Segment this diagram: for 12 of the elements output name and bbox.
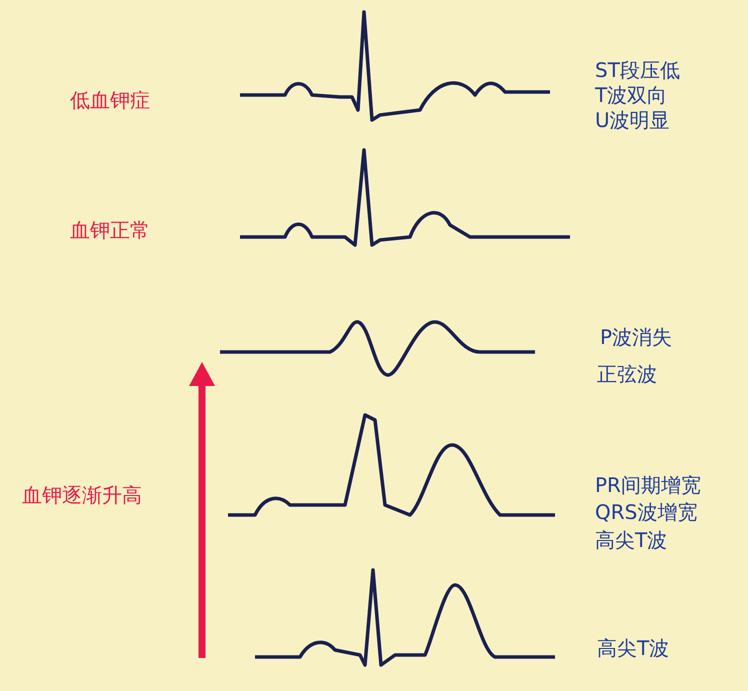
ecg-finding: T波双向 <box>595 83 668 107</box>
ecg-finding: 正弦波 <box>597 362 657 386</box>
condition-label: 血钾逐渐升高 <box>22 483 142 507</box>
ecg-finding: ST段压低 <box>595 58 680 82</box>
ecg-finding: P波消失 <box>600 325 672 349</box>
ecg-finding: 高尖T波 <box>597 636 670 660</box>
condition-label: 低血钾症 <box>70 88 150 112</box>
ecg-finding: U波明显 <box>595 108 670 132</box>
condition-label: 血钾正常 <box>70 218 150 242</box>
ecg-finding: QRS波增宽 <box>595 500 698 524</box>
ecg-finding: PR间期增宽 <box>595 473 701 497</box>
ecg-finding: 高尖T波 <box>595 528 668 552</box>
